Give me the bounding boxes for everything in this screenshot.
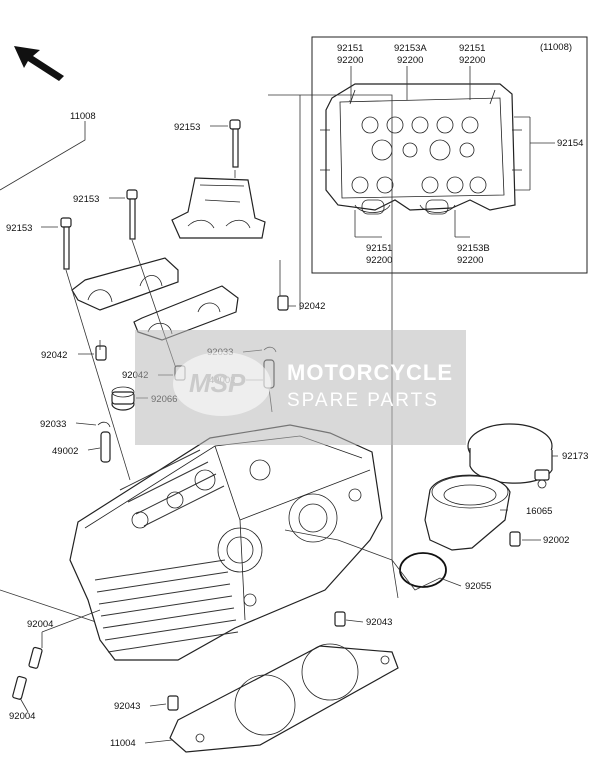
dowel-left (95, 345, 107, 361)
dowel-lower-right (334, 611, 346, 627)
label-holder-bolt: 92002 (543, 535, 569, 546)
stud-upper (28, 646, 43, 669)
inset-label-1-sub: 92200 (337, 55, 363, 66)
label-guide-left: 49002 (52, 446, 78, 457)
cam-holder-left (71, 257, 179, 311)
inset-label-right: 92154 (557, 138, 583, 149)
inset-label-2-code: 92153A (394, 43, 427, 54)
holder-band (467, 423, 553, 489)
o-ring (399, 552, 447, 588)
inset-label-1-code: 92151 (337, 43, 363, 54)
watermark-logo-text: MSP (189, 368, 246, 398)
inset-panel: (11008) 92151 92200 92153A 92200 92151 9… (311, 36, 588, 274)
head-gasket (169, 643, 399, 753)
inset-label-4-code: 92151 (366, 243, 392, 254)
label-band: 92173 (562, 451, 588, 462)
inset-label-4-sub: 92200 (366, 255, 392, 266)
head-ports (131, 459, 362, 607)
watermark-band: MSP MOTORCYCLE SPARE PARTS (135, 330, 466, 445)
cylinder-head (69, 424, 383, 661)
inset-label-5-sub: 92200 (457, 255, 483, 266)
assembly-bracket (0, 94, 393, 626)
cam-holder-right (171, 177, 266, 239)
label-dowel-lower-left: 92043 (114, 701, 140, 712)
label-stud-lower: 92004 (9, 711, 35, 722)
inset-label-5-code: 92153B (457, 243, 490, 254)
watermark-subtitle: SPARE PARTS (287, 390, 439, 411)
label-gasket: 11004 (110, 738, 136, 749)
dowel-lower-left (167, 695, 179, 711)
dowel-right (277, 295, 289, 311)
inset-plugs (354, 199, 456, 215)
inset-label-3-code: 92151 (459, 43, 485, 54)
throttle-holder (424, 474, 511, 551)
label-clip-left: 92033 (40, 419, 66, 430)
stud-lower (12, 675, 27, 700)
watermark-logo: MSP (173, 352, 271, 416)
inset-label-2-sub: 92200 (397, 55, 423, 66)
head-fins (94, 449, 239, 653)
bolt-upper (229, 119, 241, 178)
inset-group-code: (11008) (540, 42, 572, 53)
bolt-left (60, 217, 131, 481)
holder-bolt (509, 531, 521, 547)
label-bolt-mid: 92153 (73, 194, 99, 205)
label-o-ring: 92055 (465, 581, 491, 592)
label-bolt-upper: 92153 (174, 122, 200, 133)
label-cylinder-head: 11008 (70, 111, 96, 122)
watermark-title: MOTORCYCLE (287, 360, 454, 385)
label-dowel-left: 92042 (41, 350, 67, 361)
label-dowel-lower-right: 92043 (366, 617, 392, 628)
front-direction-arrow-icon (14, 46, 64, 81)
label-stud-upper: 92004 (27, 619, 53, 630)
valve-guide-left (100, 431, 111, 463)
clip-left (97, 421, 111, 428)
label-dowel-right: 92042 (299, 301, 325, 312)
label-bolt-left: 92153 (6, 223, 32, 234)
label-holder: 16065 (526, 506, 552, 517)
valve-seal (111, 386, 135, 411)
inset-label-3-sub: 92200 (459, 55, 485, 66)
